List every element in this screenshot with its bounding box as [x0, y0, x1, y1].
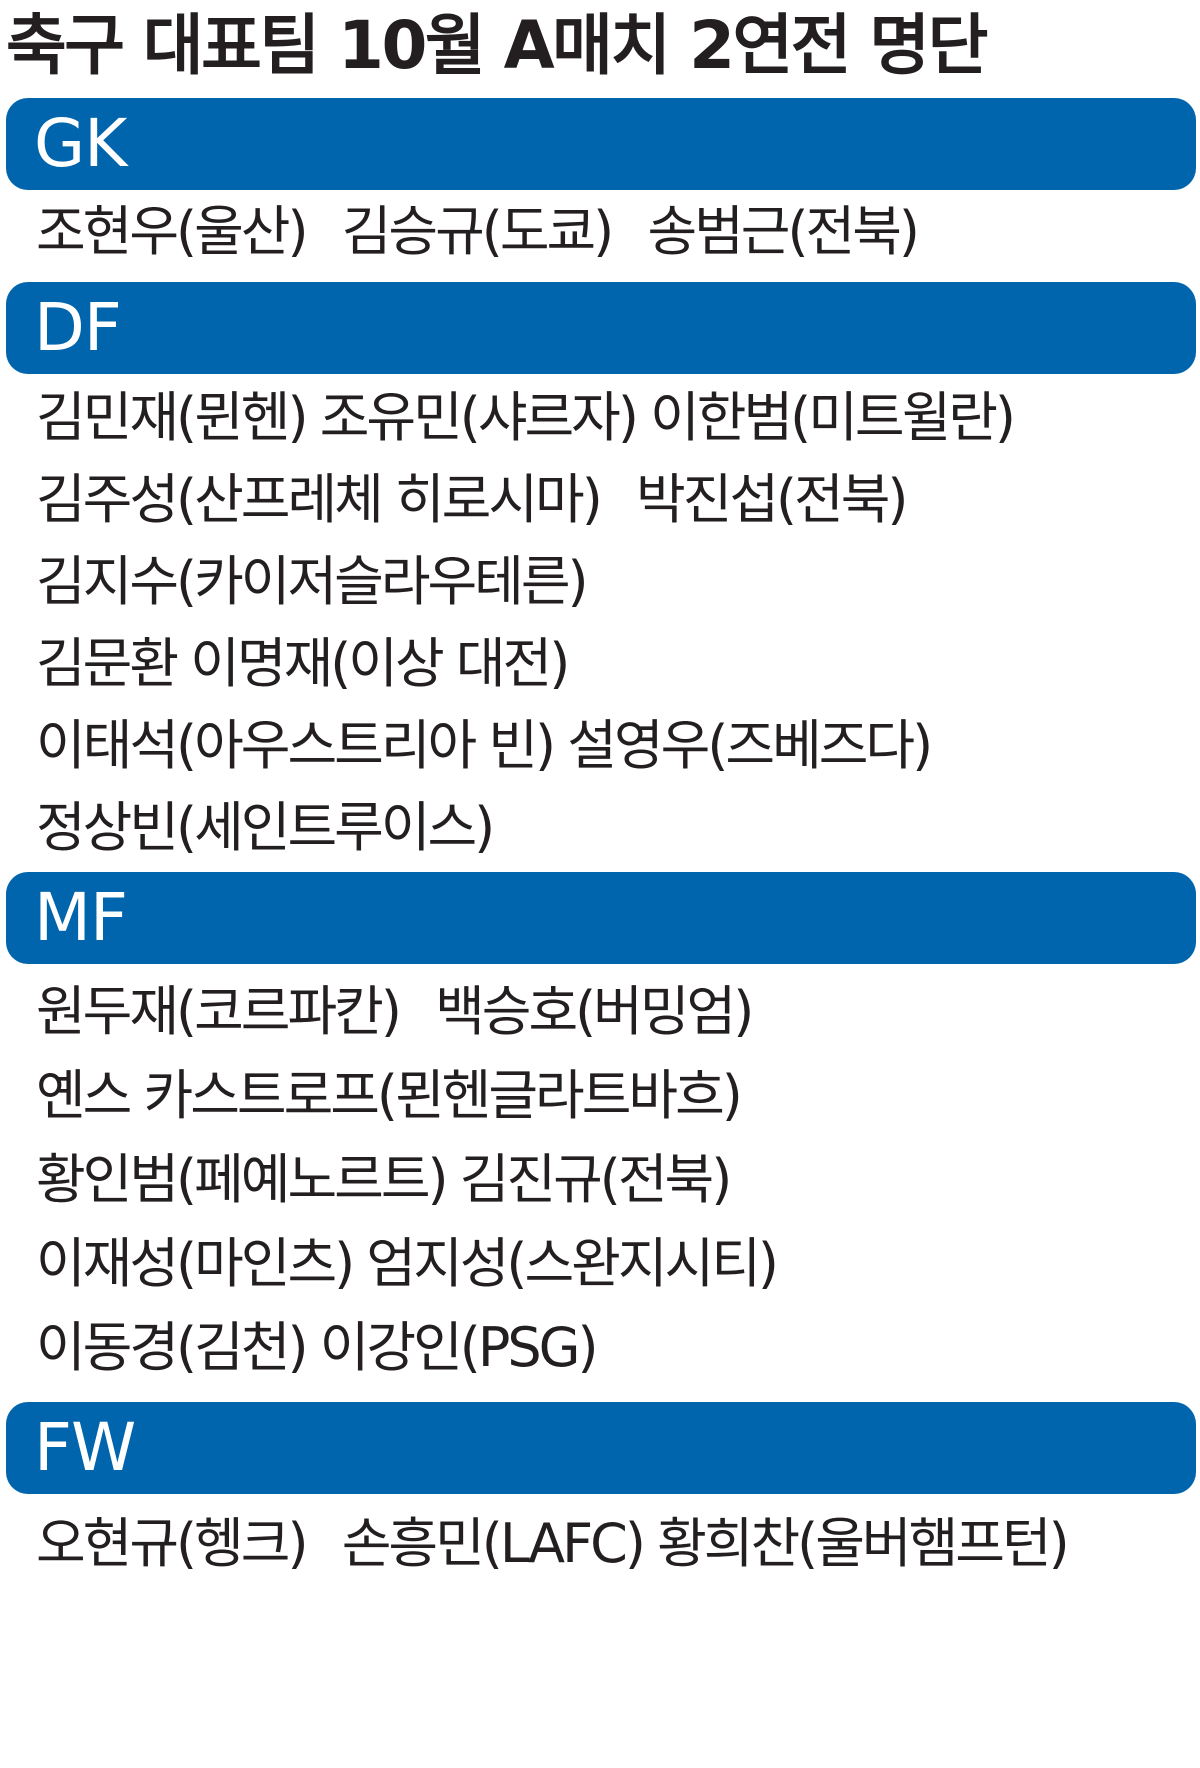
section-label: GK	[34, 105, 127, 182]
player-entry: 박진섭(전북)	[635, 468, 909, 531]
player-entry: 조유민(샤르자)	[319, 386, 639, 449]
player-line: 옌스 카스트로프(묀헨글라트바흐)	[36, 1050, 1196, 1142]
section-header-gk: GK	[6, 98, 1196, 190]
player-line: 이태석(아우스트리아 빈) 설영우(즈베즈다)	[36, 700, 1196, 792]
player-entry: 김지수(카이저슬라우테른)	[36, 550, 589, 613]
player-entry: 황인범(페예노르트)	[36, 1148, 449, 1211]
player-entry: 조현우(울산)	[36, 200, 309, 263]
player-line: 김지수(카이저슬라우테른)	[36, 536, 1196, 628]
player-entry: 원두재(코르파칸)	[36, 980, 402, 1043]
player-line: 정상빈(세인트루이스)	[36, 782, 1196, 874]
player-line: 원두재(코르파칸) 백승호(버밍엄)	[36, 966, 1196, 1058]
section-label: MF	[34, 879, 128, 956]
player-entry: 김문환 이명재(이상 대전)	[36, 632, 570, 695]
player-line: 이동경(김천) 이강인(PSG)	[36, 1302, 1196, 1394]
player-entry: 김민재(뮌헨)	[36, 386, 309, 449]
player-entry: 설영우(즈베즈다)	[567, 714, 933, 777]
player-line: 황인범(페예노르트) 김진규(전북)	[36, 1134, 1196, 1226]
section-label: DF	[34, 289, 122, 366]
player-entry: 이강인(PSG)	[319, 1316, 599, 1379]
player-entry: 송범근(전북)	[647, 200, 920, 263]
player-line: 오현규(헹크) 손흥민(LAFC) 황희찬(울버햄프턴)	[36, 1498, 1196, 1590]
section-header-fw: FW	[6, 1402, 1196, 1494]
player-entry: 이재성(마인츠)	[36, 1232, 355, 1295]
player-entry: 오현규(헹크)	[36, 1512, 309, 1575]
player-entry: 정상빈(세인트루이스)	[36, 796, 495, 859]
player-entry: 이동경(김천)	[36, 1316, 309, 1379]
player-line: 조현우(울산) 김승규(도쿄) 송범근(전북)	[36, 186, 1196, 278]
page-title: 축구 대표팀 10월 A매치 2연전 명단	[6, 7, 988, 84]
player-entry: 손흥민(LAFC)	[341, 1512, 646, 1575]
player-entry: 황희찬(울버햄프턴)	[657, 1512, 1070, 1575]
player-entry: 이태석(아우스트리아 빈)	[36, 714, 556, 777]
player-line: 이재성(마인츠) 엄지성(스완지시티)	[36, 1218, 1196, 1310]
player-entry: 이한범(미트윌란)	[650, 386, 1016, 449]
player-line: 김민재(뮌헨) 조유민(샤르자) 이한범(미트윌란)	[36, 372, 1196, 464]
player-entry: 김승규(도쿄)	[341, 200, 615, 263]
player-entry: 엄지성(스완지시티)	[366, 1232, 779, 1295]
section-header-df: DF	[6, 282, 1196, 374]
player-entry: 옌스 카스트로프(묀헨글라트바흐)	[36, 1064, 743, 1127]
player-line: 김문환 이명재(이상 대전)	[36, 618, 1196, 710]
section-label: FW	[34, 1409, 136, 1486]
player-entry: 김진규(전북)	[459, 1148, 733, 1211]
player-entry: 백승호(버밍엄)	[435, 980, 754, 1043]
player-line: 김주성(산프레체 히로시마) 박진섭(전북)	[36, 454, 1196, 546]
section-header-mf: MF	[6, 872, 1196, 964]
player-entry: 김주성(산프레체 히로시마)	[36, 468, 603, 531]
